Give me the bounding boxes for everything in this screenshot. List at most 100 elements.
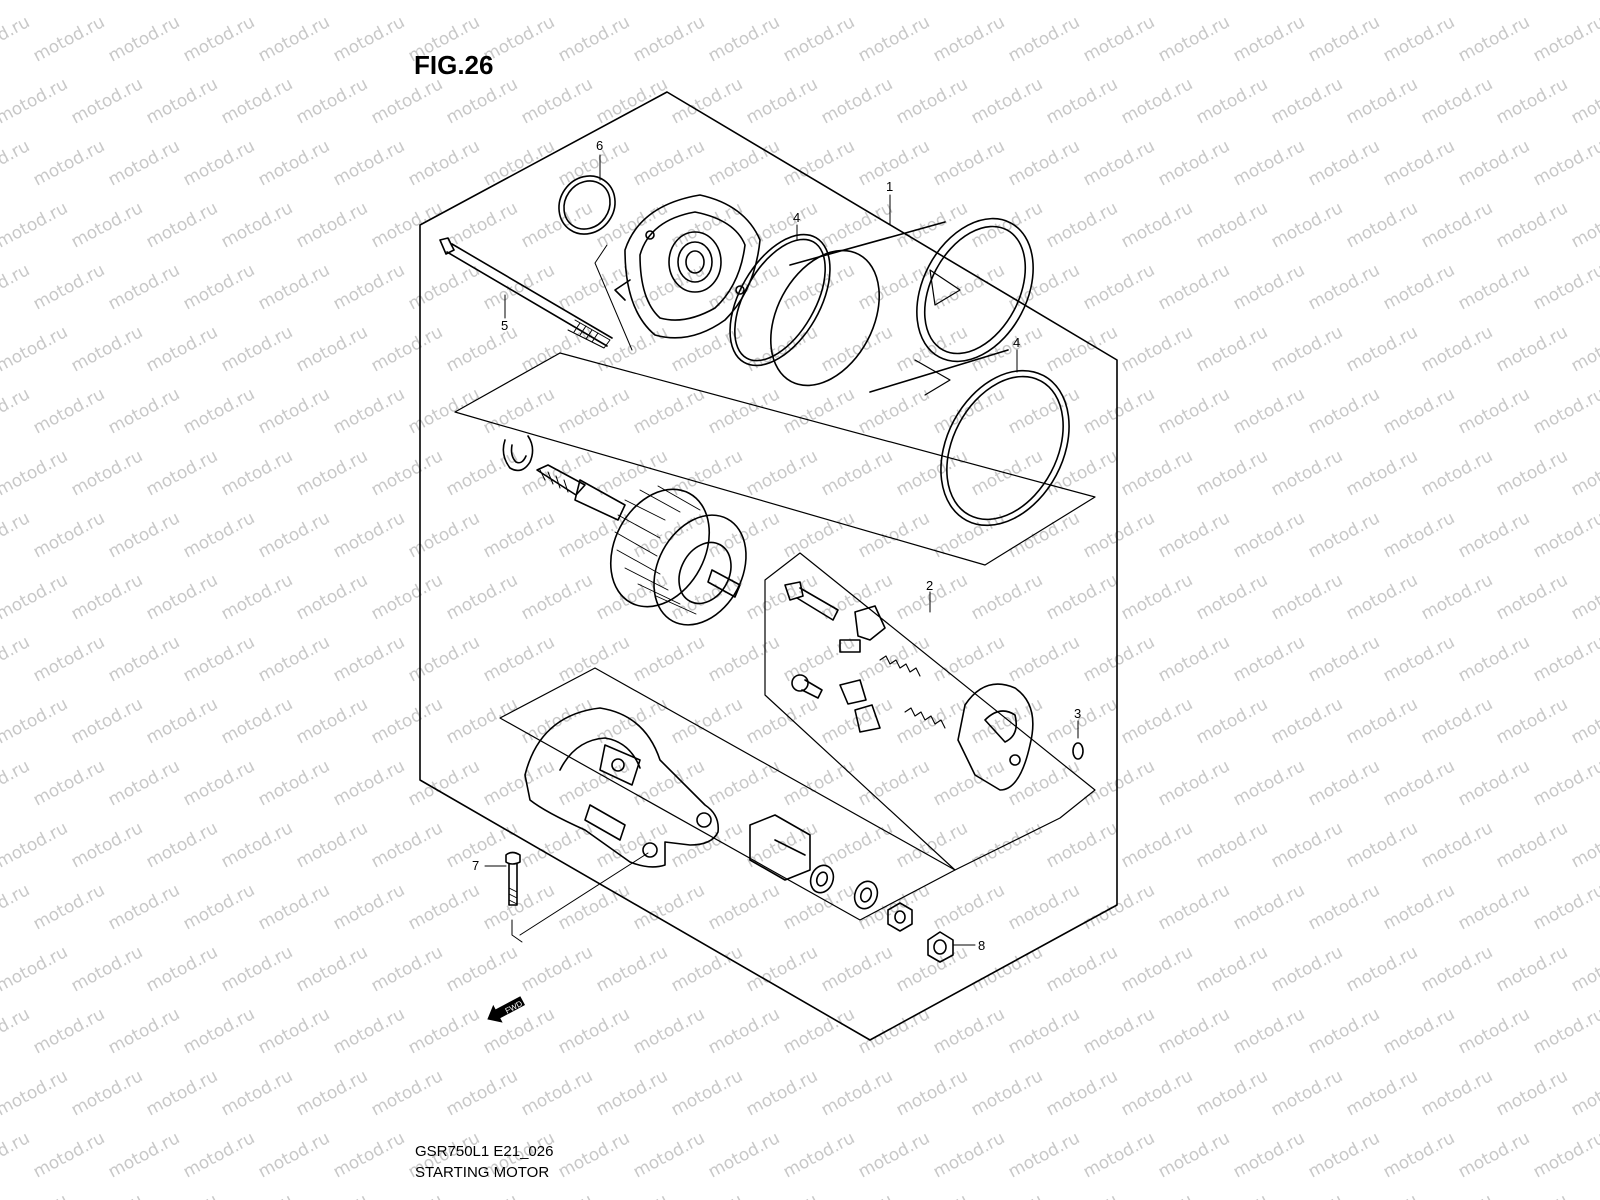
watermark-text: motod.ru bbox=[480, 136, 558, 190]
watermark-text: motod.ru bbox=[1380, 508, 1458, 562]
watermark-text: motod.ru bbox=[30, 880, 108, 934]
watermark-text: motod.ru bbox=[1005, 384, 1083, 438]
watermark-text: motod.ru bbox=[1118, 818, 1196, 872]
watermark-text: motod.ru bbox=[1118, 1190, 1196, 1200]
watermark-text: motod.ru bbox=[1230, 1004, 1308, 1058]
watermark-text: motod.ru bbox=[180, 632, 258, 686]
watermark-text: motod.ru bbox=[1268, 0, 1346, 4]
watermark-text: motod.ru bbox=[330, 632, 408, 686]
watermark-text: motod.ru bbox=[630, 632, 708, 686]
watermark-text: motod.ru bbox=[1530, 880, 1600, 934]
watermark-text: motod.ru bbox=[218, 1190, 296, 1200]
watermark-text: motod.ru bbox=[0, 1066, 71, 1120]
end-housing bbox=[524, 707, 720, 868]
watermark-text: motod.ru bbox=[0, 384, 33, 438]
watermark-text: motod.ru bbox=[518, 570, 596, 624]
watermark-text: motod.ru bbox=[1230, 1128, 1308, 1182]
watermark-text: motod.ru bbox=[0, 74, 71, 128]
washer-2 bbox=[853, 880, 879, 910]
watermark-text: motod.ru bbox=[518, 322, 596, 376]
watermark-text: motod.ru bbox=[1493, 818, 1571, 872]
watermark-text: motod.ru bbox=[255, 384, 333, 438]
watermark-text: motod.ru bbox=[1155, 756, 1233, 810]
o-ring-yoke-rear bbox=[940, 369, 1070, 527]
watermark-text: motod.ru bbox=[818, 942, 896, 996]
watermark-text: motod.ru bbox=[1455, 880, 1533, 934]
watermark-text: motod.ru bbox=[1455, 384, 1533, 438]
watermark-text: motod.ru bbox=[555, 260, 633, 314]
watermark-text: motod.ru bbox=[105, 756, 183, 810]
armature bbox=[536, 464, 747, 626]
watermark-text: motod.ru bbox=[1118, 1066, 1196, 1120]
watermark-text: motod.ru bbox=[0, 322, 71, 376]
watermark-text: motod.ru bbox=[1043, 74, 1121, 128]
watermark-text: motod.ru bbox=[668, 1190, 746, 1200]
watermark-text: motod.ru bbox=[218, 198, 296, 252]
watermark-text: motod.ru bbox=[368, 1190, 446, 1200]
watermark-text: motod.ru bbox=[1043, 818, 1121, 872]
terminal-bushing bbox=[749, 814, 811, 881]
watermark-text: motod.ru bbox=[818, 818, 896, 872]
watermark-text: motod.ru bbox=[1418, 198, 1496, 252]
watermark-text: motod.ru bbox=[743, 74, 821, 128]
watermark-text: motod.ru bbox=[1380, 136, 1458, 190]
watermark-text: motod.ru bbox=[330, 756, 408, 810]
watermark-text: motod.ru bbox=[968, 1066, 1046, 1120]
watermark-text: motod.ru bbox=[368, 1066, 446, 1120]
watermark-text: motod.ru bbox=[555, 384, 633, 438]
watermark-text: motod.ru bbox=[1530, 756, 1600, 810]
watermark-text: motod.ru bbox=[1043, 1190, 1121, 1200]
watermark-text: motod.ru bbox=[968, 0, 1046, 4]
watermark-text: motod.ru bbox=[1343, 0, 1421, 4]
watermark-text: motod.ru bbox=[368, 322, 446, 376]
watermark-text: motod.ru bbox=[1305, 756, 1383, 810]
watermark-text: motod.ru bbox=[1268, 818, 1346, 872]
callout-2: 2 bbox=[926, 578, 933, 593]
watermark-text: motod.ru bbox=[1080, 508, 1158, 562]
watermark-text: motod.ru bbox=[930, 384, 1008, 438]
watermark-text: motod.ru bbox=[255, 756, 333, 810]
watermark-text: motod.ru bbox=[143, 198, 221, 252]
watermark-text: motod.ru bbox=[1343, 942, 1421, 996]
watermark-text: motod.ru bbox=[855, 260, 933, 314]
watermark-text: motod.ru bbox=[1193, 0, 1271, 4]
watermark-text: motod.ru bbox=[143, 942, 221, 996]
watermark-text: motod.ru bbox=[405, 880, 483, 934]
watermark-text: motod.ru bbox=[1005, 136, 1083, 190]
watermark-text: motod.ru bbox=[1230, 384, 1308, 438]
watermark-text: motod.ru bbox=[705, 384, 783, 438]
watermark-text: motod.ru bbox=[68, 818, 146, 872]
watermark-text: motod.ru bbox=[143, 1066, 221, 1120]
watermark-text: motod.ru bbox=[1343, 74, 1421, 128]
watermark-text: motod.ru bbox=[1418, 74, 1496, 128]
watermark-text: motod.ru bbox=[818, 446, 896, 500]
watermark-text: motod.ru bbox=[0, 570, 71, 624]
watermark-text: motod.ru bbox=[368, 0, 446, 4]
watermark-text: motod.ru bbox=[1493, 694, 1571, 748]
watermark-text: motod.ru bbox=[330, 136, 408, 190]
watermark-text: motod.ru bbox=[780, 1004, 858, 1058]
watermark-text: motod.ru bbox=[1305, 632, 1383, 686]
watermark-text: motod.ru bbox=[0, 136, 33, 190]
watermark-text: motod.ru bbox=[218, 818, 296, 872]
watermark-text: motod.ru bbox=[1043, 570, 1121, 624]
watermark-text: motod.ru bbox=[1193, 570, 1271, 624]
watermark-text: motod.ru bbox=[293, 694, 371, 748]
watermark-text: motod.ru bbox=[593, 942, 671, 996]
figure-caption: STARTING MOTOR bbox=[415, 1164, 550, 1181]
watermark-text: motod.ru bbox=[443, 694, 521, 748]
watermark-text: motod.ru bbox=[1305, 384, 1383, 438]
watermark-text: motod.ru bbox=[855, 136, 933, 190]
watermark-text: motod.ru bbox=[1418, 570, 1496, 624]
watermark-text: motod.ru bbox=[518, 0, 596, 4]
watermark-text: motod.ru bbox=[0, 446, 71, 500]
watermark-text: motod.ru bbox=[68, 74, 146, 128]
watermark-text: motod.ru bbox=[555, 12, 633, 66]
watermark-text: motod.ru bbox=[1155, 1128, 1233, 1182]
watermark-text: motod.ru bbox=[443, 322, 521, 376]
o-ring-end-cover bbox=[558, 175, 616, 235]
watermark-text: motod.ru bbox=[668, 942, 746, 996]
watermark-text: motod.ru bbox=[518, 818, 596, 872]
watermark-text: motod.ru bbox=[1268, 198, 1346, 252]
watermark-text: motod.ru bbox=[1043, 322, 1121, 376]
